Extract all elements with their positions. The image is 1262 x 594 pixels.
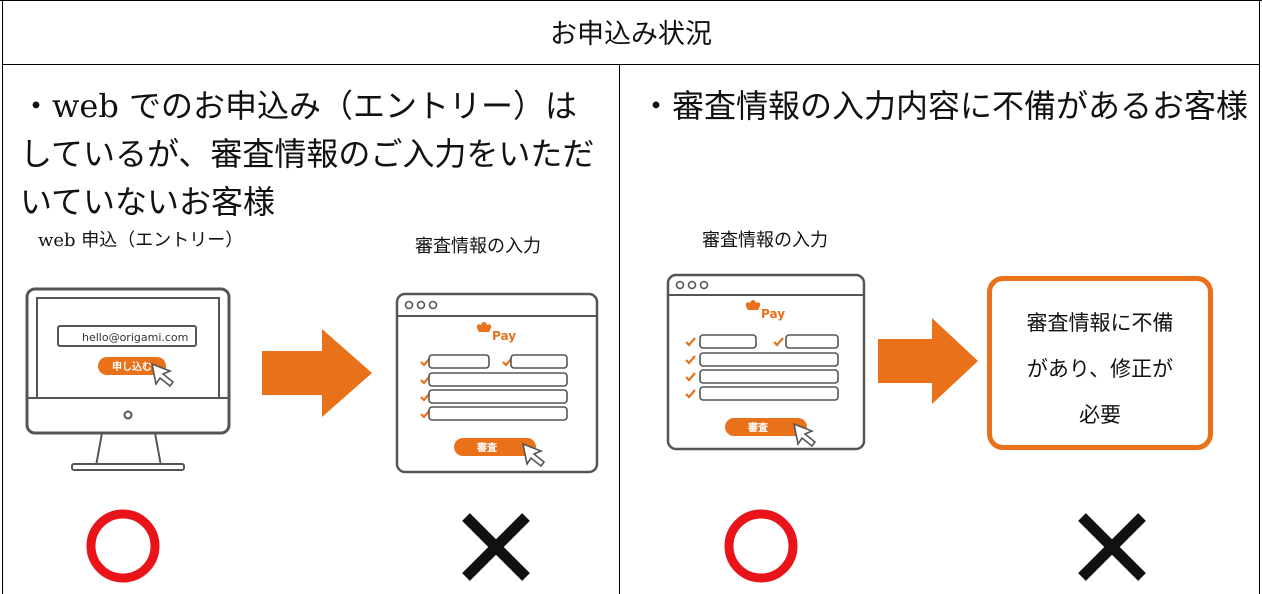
column-divider [619, 64, 620, 594]
header-divider [2, 64, 1260, 65]
left-step1-caption: web 申込（エントリー） [38, 230, 244, 251]
cross-icon [462, 513, 530, 581]
error-note-box [987, 276, 1213, 450]
brand-label-right: Pay [761, 307, 785, 321]
cross-icon-2 [1078, 513, 1146, 581]
brand-label: Pay [492, 329, 516, 343]
form-illustration-left: Pay 審査 [395, 292, 599, 474]
form-illustration-right: Pay 審査 [666, 273, 866, 451]
left-step2-caption: 審査情報の入力 [415, 236, 541, 257]
error-note-line-2: があり、修正が [1026, 357, 1174, 381]
circle-icon [86, 509, 160, 583]
error-note-line-1: 審査情報に不備 [1026, 311, 1174, 335]
header-title: お申込み状況 [550, 19, 712, 50]
table-top-border [0, 0, 1262, 1]
email-text: hello@origami.com [82, 331, 188, 344]
circle-icon-2 [724, 509, 798, 583]
table-right-border [1259, 0, 1260, 594]
left-description: ・web でのお申込み（エントリー）はしているが、審査情報のご入力をいただいてい… [20, 87, 595, 221]
right-step1-caption: 審査情報の入力 [702, 230, 828, 251]
monitor-illustration: hello@origami.com 申し込む [25, 287, 231, 471]
error-note-line-3: 必要 [1079, 403, 1121, 427]
submit-button-label-left: 審査 [476, 441, 498, 454]
apply-button-label: 申し込む [112, 360, 152, 373]
table-left-border [2, 0, 3, 594]
right-description: ・審査情報の入力内容に不備があるお客様 [640, 87, 1249, 125]
leaf-logo-icon [476, 322, 492, 332]
arrow-right-icon [262, 329, 372, 417]
cursor-icon [150, 362, 175, 388]
submit-button-label-right: 審査 [747, 421, 769, 434]
arrow-right-icon-2 [878, 318, 978, 404]
